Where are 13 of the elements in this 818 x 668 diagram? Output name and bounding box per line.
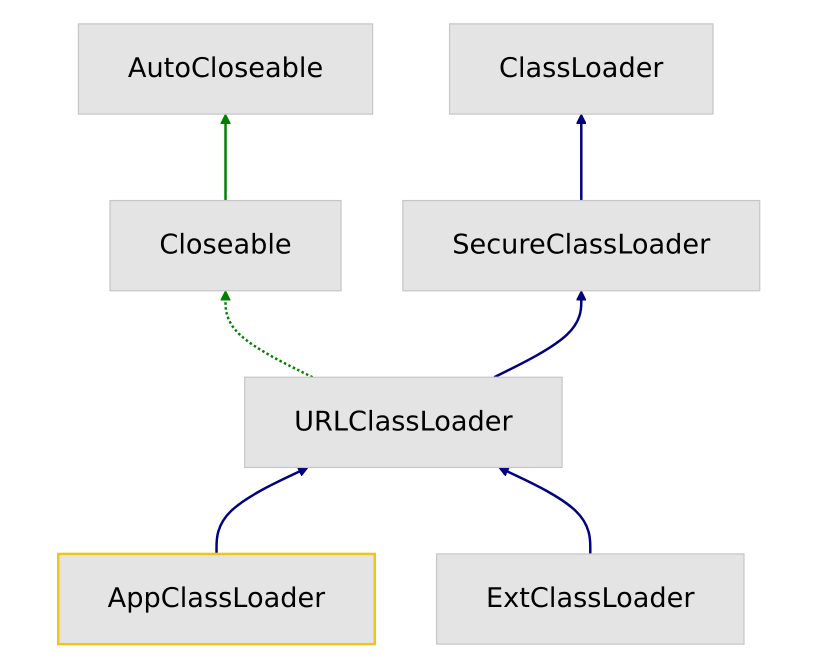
arrow bbox=[220, 290, 314, 378]
arrow bbox=[215, 466, 308, 554]
arrow bbox=[498, 466, 592, 554]
arrow bbox=[494, 290, 587, 378]
node-box: AppClassLoader bbox=[57, 552, 376, 646]
arrow bbox=[576, 114, 587, 201]
node-box: SecureClassLoader bbox=[402, 200, 760, 292]
node-box: AutoCloseable bbox=[78, 23, 374, 115]
node-box: ExtClassLoader bbox=[436, 553, 745, 645]
node-box: Closeable bbox=[109, 200, 342, 292]
arrow bbox=[220, 114, 231, 201]
node-box: URLClassLoader bbox=[244, 376, 563, 468]
node-box: ClassLoader bbox=[448, 23, 714, 115]
